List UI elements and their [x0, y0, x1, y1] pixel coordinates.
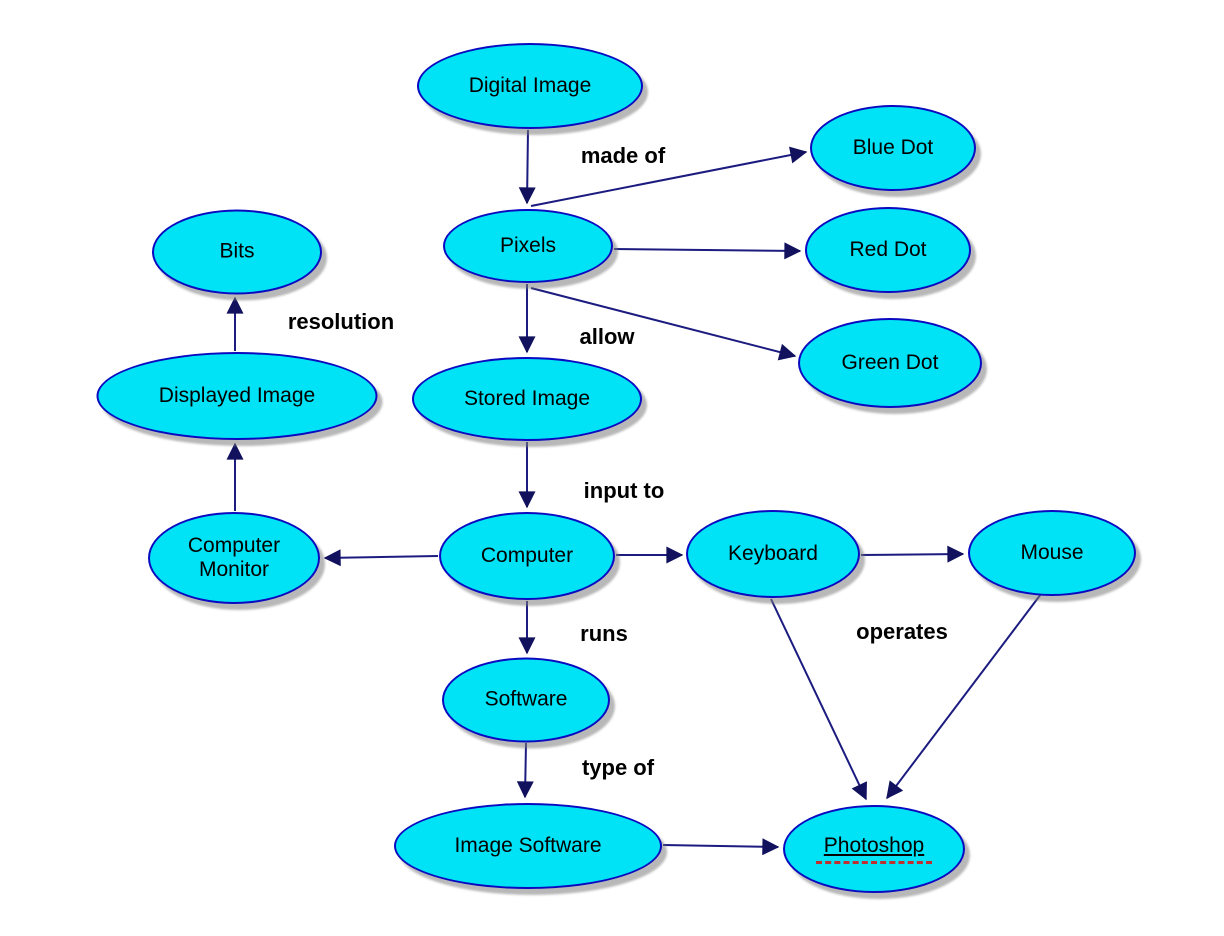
node-mouse[interactable]: Mouse [968, 510, 1136, 596]
node-keyboard-label: Keyboard [728, 541, 818, 565]
node-pixels-label: Pixels [499, 233, 557, 257]
node-bits[interactable]: Bits [152, 209, 322, 295]
node-computer-monitor[interactable]: Computer Monitor [148, 512, 320, 604]
link-label-runs[interactable]: runs [580, 621, 628, 646]
node-computer-label: Computer [480, 543, 574, 567]
link-keyboard-photoshop[interactable] [770, 598, 867, 801]
node-red-dot[interactable]: Red Dot [805, 207, 971, 293]
link-image-software-photoshop[interactable] [662, 838, 780, 856]
link-label-made-of[interactable]: made of [580, 143, 666, 168]
node-digital-image[interactable]: Digital Image [417, 43, 643, 129]
link-label-allow[interactable]: allow [579, 324, 635, 349]
link-pixels-red-dot[interactable] [613, 242, 802, 260]
node-displayed-image[interactable]: Displayed Image [96, 352, 378, 440]
node-photoshop-label: Photoshop [815, 834, 933, 865]
node-digital-image-label: Digital Image [468, 73, 592, 97]
link-computer-computer-monitor[interactable] [323, 549, 439, 567]
node-green-dot-label: Green Dot [841, 350, 939, 374]
link-label-type-of[interactable]: type of [581, 755, 655, 780]
node-software[interactable]: Software [442, 657, 610, 743]
node-blue-dot-label: Blue Dot [852, 135, 934, 159]
link-mouse-photoshop[interactable] [886, 593, 1042, 800]
node-photoshop[interactable]: Photoshop [783, 805, 965, 893]
node-keyboard[interactable]: Keyboard [686, 510, 860, 598]
node-software-label: Software [484, 687, 568, 711]
node-stored-image[interactable]: Stored Image [412, 357, 642, 441]
node-red-dot-label: Red Dot [849, 237, 927, 261]
link-label-input-to[interactable]: input to [583, 478, 665, 503]
node-green-dot[interactable]: Green Dot [798, 318, 982, 408]
node-image-software-label: Image Software [454, 833, 602, 857]
node-computer[interactable]: Computer [439, 512, 615, 600]
node-stored-image-label: Stored Image [463, 386, 591, 410]
node-mouse-label: Mouse [1020, 540, 1084, 564]
link-digital-image-pixels[interactable] [518, 129, 536, 205]
node-bits-label: Bits [219, 239, 255, 263]
link-label-resolution[interactable]: resolution [287, 309, 395, 334]
link-label-operates[interactable]: operates [856, 619, 948, 644]
node-pixels[interactable]: Pixels [443, 209, 613, 283]
link-software-image-software[interactable] [516, 742, 534, 799]
link-keyboard-mouse[interactable] [860, 545, 965, 563]
node-image-software[interactable]: Image Software [394, 803, 662, 889]
link-pixels-green-dot[interactable] [530, 287, 797, 361]
node-blue-dot[interactable]: Blue Dot [810, 105, 976, 191]
node-computer-monitor-label: Computer Monitor [187, 533, 281, 581]
link-pixels-blue-dot[interactable] [530, 146, 808, 207]
node-displayed-image-label: Displayed Image [158, 383, 316, 407]
